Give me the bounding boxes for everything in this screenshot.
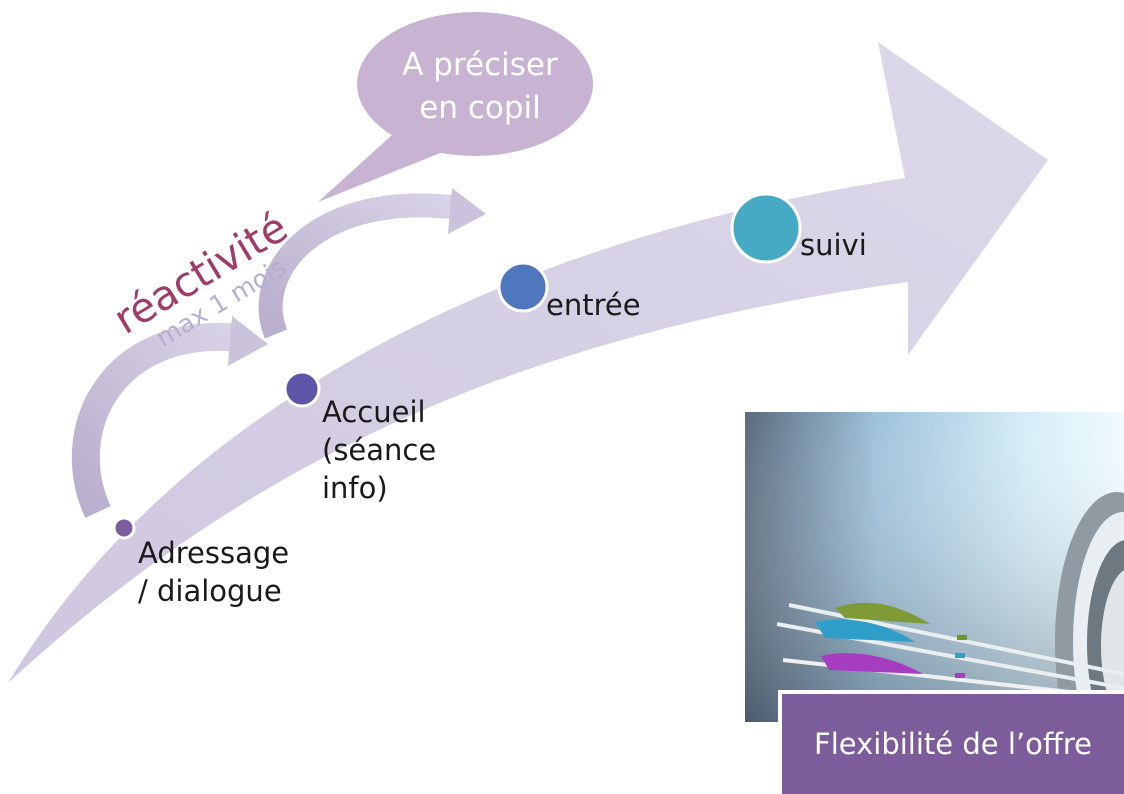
step-label-entree: entrée (546, 286, 641, 324)
step-marker-suivi (730, 192, 802, 264)
step-label-adressage: Adressage / dialogue (138, 534, 289, 610)
step-label-line: (séance (322, 433, 437, 467)
arrow-green (788, 602, 1124, 676)
bubble-line-1: A préciser (402, 47, 558, 83)
step-label-accueil: Accueil (séance info) (322, 393, 436, 507)
step-label-line: Adressage (138, 536, 290, 570)
target-arrows-illustration (745, 412, 1124, 722)
step-marker-accueil (283, 370, 321, 408)
arrow-blue (776, 619, 1124, 690)
step-label-line: Accueil (322, 395, 426, 429)
step-label-line: info) (322, 471, 388, 505)
step-label-line: entrée (546, 288, 641, 322)
speech-bubble-text: A préciser en copil (355, 44, 605, 130)
loop-arrow-second (258, 188, 486, 339)
step-marker-adressage (112, 516, 136, 540)
step-label-line: / dialogue (138, 574, 282, 608)
bubble-line-2: en copil (419, 90, 541, 126)
step-marker-entree (497, 261, 549, 313)
image-caption-box: Flexibilité de l’offre (778, 690, 1124, 794)
step-label-line: suivi (800, 228, 867, 262)
loop-arrow-first (71, 316, 268, 518)
speech-bubble (318, 12, 593, 202)
step-label-suivi: suivi (800, 226, 867, 264)
image-caption: Flexibilité de l’offre (814, 727, 1092, 761)
target-arrows-photo (745, 412, 1124, 722)
